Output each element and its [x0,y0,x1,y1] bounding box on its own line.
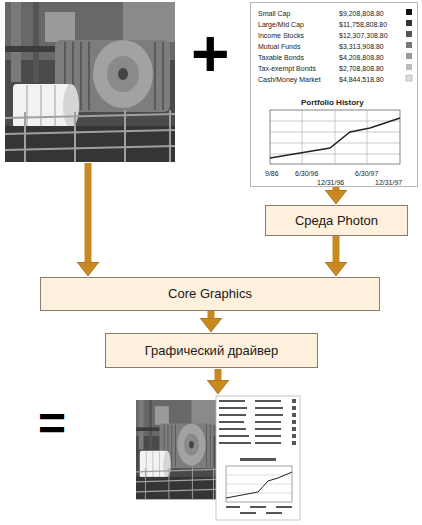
result-image [226,472,292,498]
table-value: $9,208,808.80 [339,10,384,17]
box-label: Графический драйвер [145,343,279,359]
color-swatches [406,20,412,26]
table-name: Income Stocks [258,32,304,39]
document-page [250,2,418,187]
result-image [136,396,300,520]
result-text-bars [250,506,266,508]
table-value: $12,307,308.80 [339,32,388,39]
line-chart [302,110,303,164]
process-box: Среда Photon [265,205,408,236]
result-image [216,396,300,520]
result-image [226,493,292,494]
flow-arrow [333,187,340,192]
result-image [226,466,292,502]
table-value: $2,708,808.80 [339,65,384,72]
result-text-bars [292,406,296,410]
result-text-bars [255,400,281,402]
color-swatches [406,53,412,59]
result-text-bars [219,399,296,514]
table-value: $11,758,808.80 [339,21,387,28]
table-value: $4,208,808.80 [339,54,384,61]
document-page [250,2,418,187]
result-text-bars [276,506,292,508]
result-text-bars [219,400,245,402]
result-text-bars [292,413,296,417]
result-text-bars [219,407,247,409]
table-value: $3,313,908.80 [339,43,384,50]
result-text-bars [292,420,296,424]
line-chart [270,118,400,158]
result-image [226,475,292,476]
color-swatches [406,64,412,70]
color-swatches [406,31,412,37]
equals-sign: = [38,400,66,448]
result-text-bars [292,399,296,403]
result-text-bars [219,442,251,444]
result-text-bars [219,414,246,416]
line-chart [270,110,400,164]
box-label: Core Graphics [168,286,252,302]
flow-arrow [333,236,340,264]
arrow-shaft [215,369,222,382]
color-swatches [406,75,412,81]
axis-label: 12/31/97 [375,179,402,186]
result-image [226,484,292,485]
line-chart [270,110,400,164]
color-swatches [406,9,412,15]
process-box: Графический драйвер [105,333,318,368]
table-name: Mutual Funds [258,43,300,50]
flow-arrow [208,311,215,320]
table-name: Small Cap [258,10,290,17]
document-page: Small Cap $9,208,808.80Large/Mid Cap $11,7… [250,2,418,187]
result-photo [136,400,216,499]
process-box: Core Graphics [40,277,380,311]
result-text-bars [240,458,276,461]
table-value: $4,844,518.80 [339,76,384,83]
plus-sign: + [191,20,230,86]
result-text-bars [255,442,281,444]
arrow-shaft [85,163,92,264]
result-text-bars [255,414,283,416]
table-name: Tax-exempt Bonds [258,65,316,72]
axis-label: 6/30/96 [295,170,318,177]
axis-label: 12/31/96 [317,179,344,186]
result-text-bars [226,506,240,508]
table-name: Large/Mid Cap [258,21,304,28]
line-chart [270,110,400,164]
result-text-bars [255,435,281,437]
chart-title: Portfolio History [301,99,364,107]
result-text-bars [219,421,244,423]
box-label: Среда Photon [295,213,378,229]
result-text-bars [240,512,256,514]
result-text-bars [255,428,281,430]
result-text-bars [292,427,296,431]
result-text-bars [219,428,246,430]
table-name: Taxable Bonds [258,54,304,61]
axis-label: 9/86 [265,170,279,177]
table-name: Cash/Money Market [258,76,321,83]
color-swatches [406,42,412,48]
line-chart [335,110,336,164]
result-text-bars [255,421,281,423]
line-chart [367,110,368,164]
machine-photo [5,2,175,162]
result-text-bars [266,512,282,514]
result-text-bars [292,441,296,445]
result-text-bars [255,407,283,409]
result-text-bars [292,434,296,438]
color-swatches [406,9,412,81]
result-text-bars [219,435,249,437]
axis-label: 6/30/97 [355,170,378,177]
